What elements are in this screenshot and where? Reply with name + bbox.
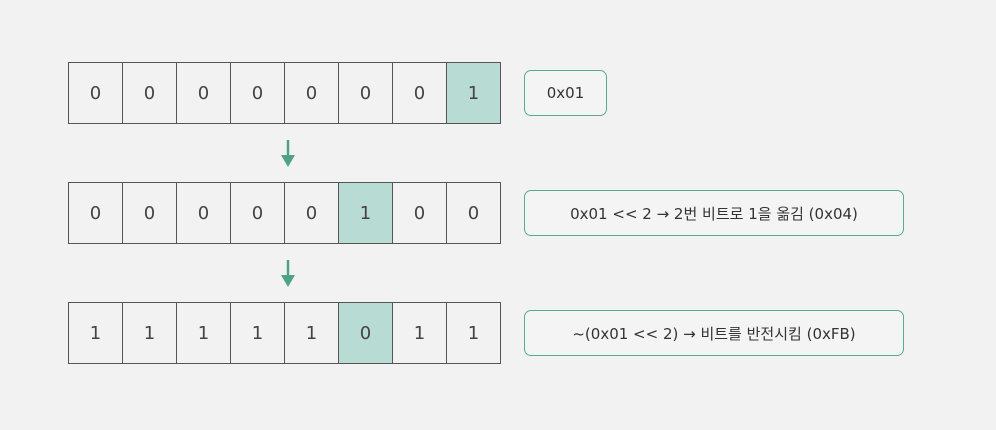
bit-cell: 0 [230, 182, 285, 244]
arrow-down-icon [281, 260, 295, 287]
bit-cell: 1 [176, 302, 231, 364]
bit-cell: 0 [68, 182, 123, 244]
bit-cell: 0 [446, 182, 501, 244]
bit-cell: 0 [176, 182, 231, 244]
arrow-down-icon [281, 140, 295, 167]
bit-row-3: 1 1 1 1 1 0 1 1 [68, 302, 501, 364]
bit-cell: 1 [68, 302, 123, 364]
bit-cell: 1 [284, 302, 339, 364]
bit-cell: 0 [392, 62, 447, 124]
bit-cell: 0 [338, 62, 393, 124]
bit-cell: 1 [338, 182, 393, 244]
bit-row-2: 0 0 0 0 0 1 0 0 [68, 182, 501, 244]
row-3-label: ~(0x01 << 2) → 비트를 반전시킴 (0xFB) [524, 310, 904, 356]
bit-cell: 1 [122, 302, 177, 364]
bit-cell: 0 [392, 182, 447, 244]
bit-cell: 0 [122, 62, 177, 124]
bit-cell: 0 [230, 62, 285, 124]
row-1-label: 0x01 [524, 70, 607, 116]
row-2-label: 0x01 << 2 → 2번 비트로 1을 옮김 (0x04) [524, 190, 904, 236]
bit-cell: 0 [68, 62, 123, 124]
bit-cell: 0 [176, 62, 231, 124]
bit-cell: 0 [122, 182, 177, 244]
bit-cell: 1 [392, 302, 447, 364]
bit-cell: 1 [446, 302, 501, 364]
bit-cell: 1 [230, 302, 285, 364]
bit-row-1: 0 0 0 0 0 0 0 1 [68, 62, 501, 124]
bit-cell: 0 [284, 182, 339, 244]
bit-cell: 1 [446, 62, 501, 124]
bit-cell: 0 [284, 62, 339, 124]
bit-cell: 0 [338, 302, 393, 364]
